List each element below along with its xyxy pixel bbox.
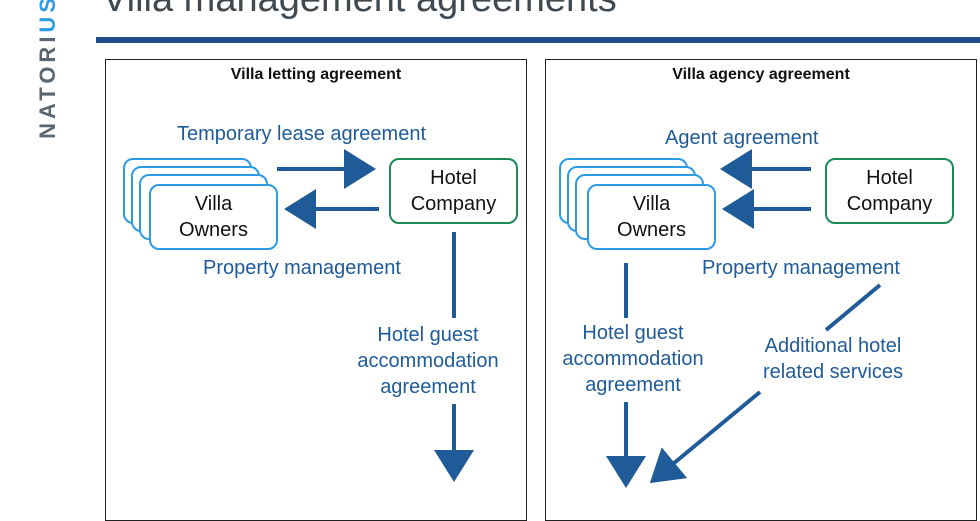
logo-text-main: NATORI [35, 32, 60, 139]
property-management-label-agency: Property management [702, 257, 900, 279]
slide-title: Villa management agreements [102, 0, 617, 21]
title-rule [96, 37, 980, 43]
lease-agreement-label: Temporary lease agreement [177, 123, 427, 145]
panel-title-letting: Villa letting agreement [230, 66, 402, 83]
panel-title-agency: Villa agency agreement [672, 66, 850, 83]
villa-owners-box-agency: Villa Owners [587, 184, 716, 250]
hotel-company-label-agency: Hotel Company [846, 167, 933, 215]
hotel-company-box-letting: Hotel Company [389, 158, 518, 224]
agent-agreement-label: Agent agreement [665, 127, 819, 149]
panel-villa-letting: Villa letting agreement [105, 59, 527, 521]
hotel-company-box-agency: Hotel Company [825, 158, 954, 224]
villa-owners-label-letting: Villa Owners [179, 193, 248, 241]
guest-agreement-label-letting: Hotel guest accommodation agreement [343, 322, 513, 400]
villa-owners-box-letting: Villa Owners [149, 184, 278, 250]
property-management-label-letting: Property management [203, 257, 401, 279]
villa-owners-label-agency: Villa Owners [617, 193, 686, 241]
guest-agreement-label-agency: Hotel guest accommodation agreement [548, 320, 718, 398]
additional-services-label: Additional hotel related services [748, 333, 918, 385]
logo-text-accent: US [35, 0, 60, 33]
hotel-company-label-letting: Hotel Company [410, 167, 497, 215]
logo-text: NATORIUS [35, 0, 60, 139]
logo: NATORIUS [35, 0, 60, 204]
